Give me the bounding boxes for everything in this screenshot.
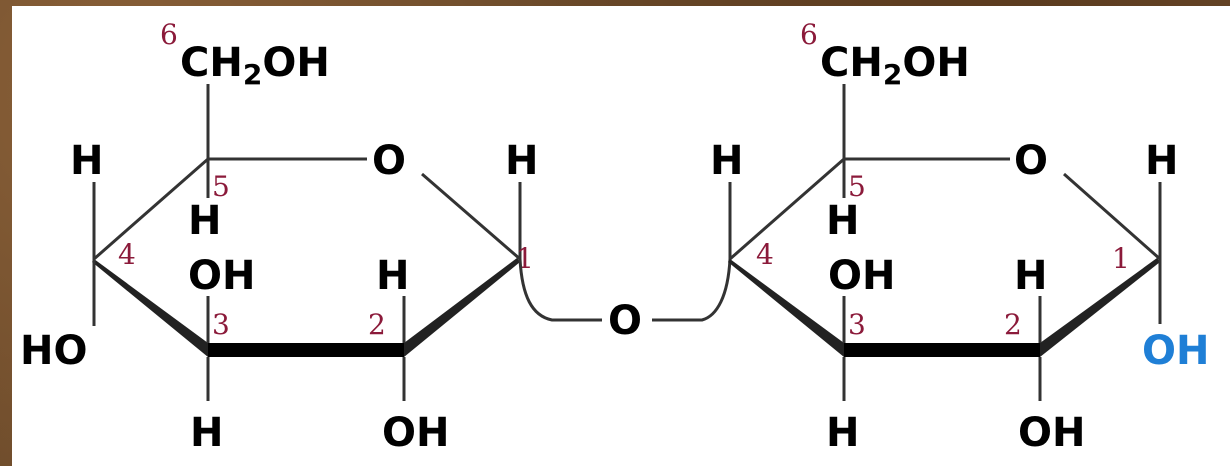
bond-o-c1 xyxy=(421,172,521,261)
wedge-c4-c3 xyxy=(728,259,844,357)
atom-oh-c3: OH xyxy=(828,253,895,299)
atom-h-c4: H xyxy=(70,138,103,184)
anomeric-oh-highlight: OH xyxy=(1142,328,1209,374)
diagram-panel xyxy=(12,6,1230,466)
atom-h-c2: H xyxy=(376,253,409,299)
atom-oh-c3: OH xyxy=(188,253,255,299)
carbon-number-1: 1 xyxy=(516,242,534,275)
carbon-number-3: 3 xyxy=(848,308,866,341)
atom-h-c1: H xyxy=(1145,138,1178,184)
wedge-c2-c1 xyxy=(404,258,520,357)
bond-c3-c2 xyxy=(844,343,1040,357)
disaccharide-structure: 6 CH2OH O H H H OH H HO H OH 1 2 3 4 5 O xyxy=(20,18,1209,456)
atom-h-c5: H xyxy=(188,198,221,244)
atom-oh-c2: OH xyxy=(382,410,449,456)
atom-oh-c2: OH xyxy=(1018,410,1085,456)
carbon-number-5: 5 xyxy=(212,170,230,203)
ch2oh-group: CH2OH xyxy=(820,40,970,91)
bond-c3-c2 xyxy=(208,343,404,357)
glycosidic-linkage: O xyxy=(518,258,732,344)
wedge-c4-c3 xyxy=(92,259,208,357)
carbon-number-5: 5 xyxy=(848,170,866,203)
atom-h-c3: H xyxy=(190,410,223,456)
ch2oh-group: CH2OH xyxy=(180,40,330,91)
atom-ho-c4: HO xyxy=(20,328,87,374)
bond-c5-c4 xyxy=(93,157,209,261)
carbon-number-6: 6 xyxy=(160,18,178,51)
carbon-number-4: 4 xyxy=(756,238,774,271)
ring-oxygen: O xyxy=(1014,138,1048,184)
atom-h-c1: H xyxy=(505,138,538,184)
carbon-number-4: 4 xyxy=(118,238,136,271)
atom-h-c2: H xyxy=(1014,253,1047,299)
wedge-c2-c1 xyxy=(1040,258,1160,357)
carbon-number-2: 2 xyxy=(1004,308,1022,341)
carbon-number-3: 3 xyxy=(212,308,230,341)
bond-o-c1 xyxy=(1063,172,1161,261)
carbon-number-2: 2 xyxy=(368,308,386,341)
atom-h-c5: H xyxy=(826,198,859,244)
carbon-number-6: 6 xyxy=(800,18,818,51)
left-glucose-ring: 6 CH2OH O H H H OH H HO H OH 1 2 3 4 5 xyxy=(20,18,538,456)
bond-bridge-c4 xyxy=(652,258,732,322)
bond-c5-c4 xyxy=(729,157,845,261)
bridge-oxygen: O xyxy=(608,298,642,344)
bond-c1-bridge xyxy=(518,258,602,322)
atom-h-c4: H xyxy=(710,138,743,184)
atom-h-c3: H xyxy=(826,410,859,456)
right-glucose-ring: 6 CH2OH O H H H OH H OH H OH 1 2 3 4 5 xyxy=(710,18,1209,456)
ring-oxygen: O xyxy=(372,138,406,184)
carbon-number-1: 1 xyxy=(1112,242,1130,275)
